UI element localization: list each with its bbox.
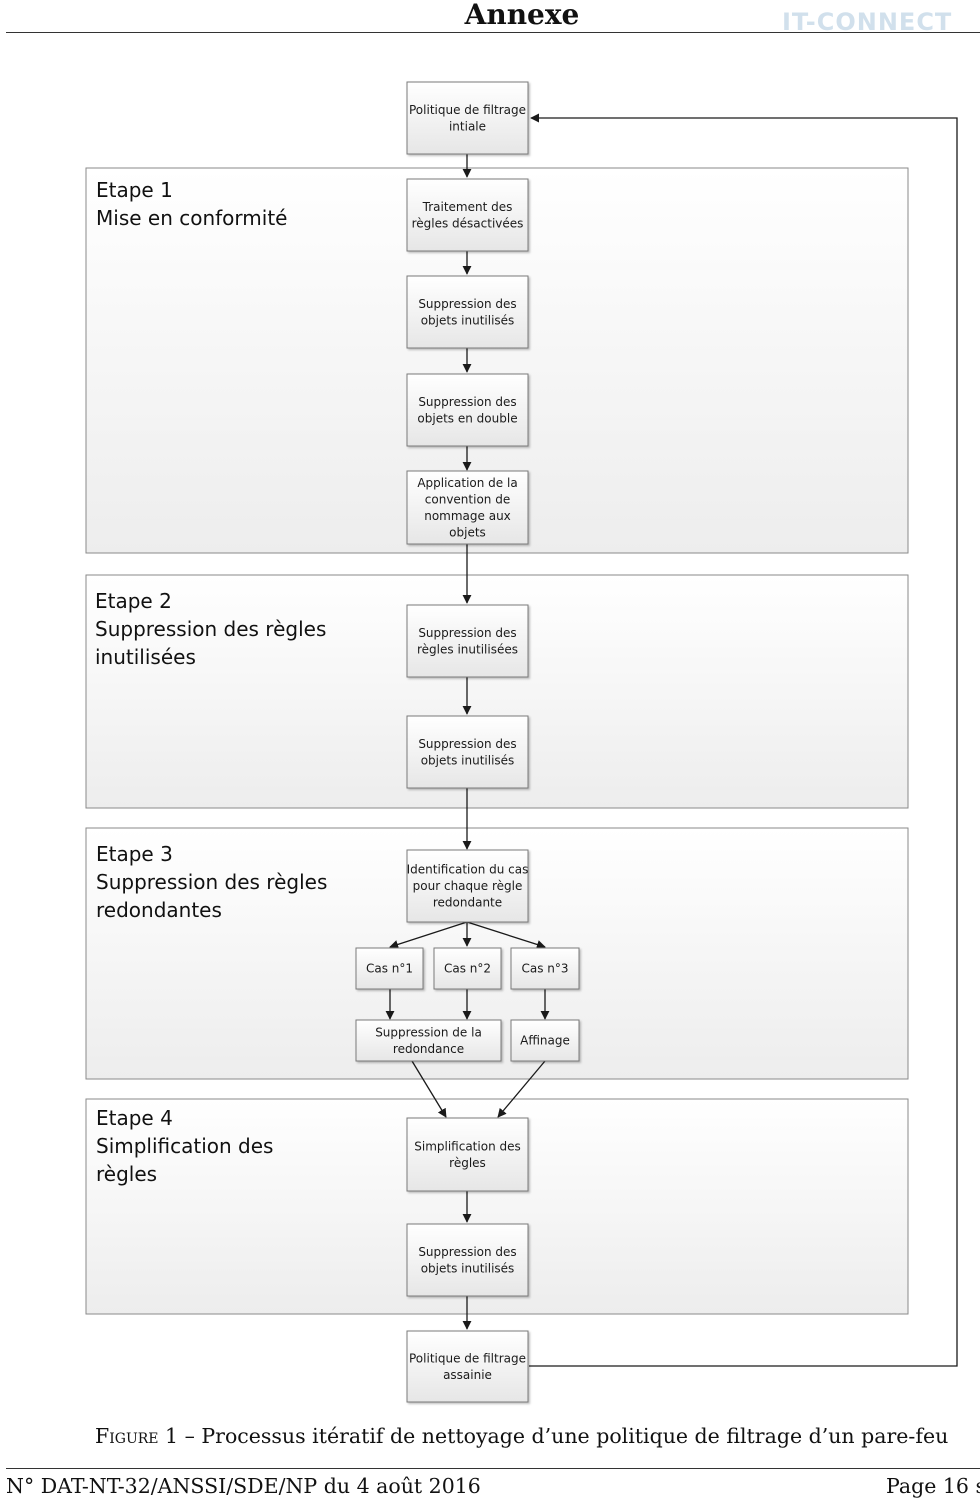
- connectors: [385, 113, 958, 1367]
- process-box-label: Cas n°3: [521, 962, 568, 976]
- process-box-s2-unused-rules: Suppression des règles inutilisées: [406, 604, 529, 678]
- stage-4-number: Etape 4: [96, 1106, 173, 1130]
- process-box-frame: [510, 1019, 580, 1062]
- process-box-frame: [406, 275, 529, 349]
- stage-2-number: Etape 2: [95, 589, 172, 613]
- figure-caption: Figure 1 – Processus itératif de nettoya…: [95, 1424, 948, 1448]
- process-box-frame: [433, 947, 502, 990]
- process-box-label: Suppression des: [418, 737, 516, 751]
- process-box-label: Suppression des: [418, 297, 516, 311]
- stage-2-title-line-1: Suppression des règles: [95, 617, 327, 641]
- process-box-frame: [406, 715, 529, 789]
- process-box-label: objets inutilisés: [421, 313, 515, 327]
- process-box-label: Cas n°1: [366, 962, 413, 976]
- process-box-label: Simplification des: [414, 1139, 521, 1153]
- process-box-frame: [406, 81, 529, 155]
- process-box-label: Traitement des: [422, 200, 513, 214]
- stage-4-title-line-1: Simplification des: [96, 1134, 274, 1158]
- process-box-frame: [406, 178, 529, 252]
- process-box-label: nommage aux: [424, 509, 511, 523]
- stage-1-title-line-1: Mise en conformité: [96, 206, 288, 230]
- process-box-s4-simplify: Simplification des règles: [406, 1117, 529, 1192]
- arrow-feedback-loop: [529, 113, 958, 1367]
- process-box-s3-remove-redundancy: Suppression de la redondance: [355, 1019, 502, 1062]
- header-divider: [6, 32, 980, 33]
- process-box-s2-unused-objects: Suppression des objets inutilisés: [406, 715, 529, 789]
- process-box-s1-naming: Application de la convention de nommage au…: [406, 470, 529, 545]
- process-box-label: règles désactivées: [412, 216, 524, 230]
- footer-page-number: Page 16 s: [886, 1474, 980, 1498]
- figure-label: Figure 1: [95, 1424, 179, 1448]
- stage-2-title: Etape 2 Suppression des règles inutilisé…: [95, 587, 326, 671]
- process-box-label: Cas n°2: [444, 962, 491, 976]
- process-box-label: Politique de filtrage: [409, 103, 526, 117]
- footer-divider: [6, 1468, 980, 1469]
- process-box-frame: [510, 947, 580, 990]
- process-box-frame: [355, 947, 424, 990]
- stage-3-title: Etape 3 Suppression des règles redondant…: [96, 840, 327, 924]
- process-box-label: Politique de filtrage: [409, 1351, 526, 1365]
- process-box-s1-duplicate-objects: Suppression des objets en double: [406, 373, 529, 447]
- figure-caption-text: – Processus itératif de nettoyage d’une …: [178, 1424, 949, 1448]
- process-box-label: objets inutilisés: [421, 753, 515, 767]
- process-box-label: pour chaque règle: [413, 879, 523, 893]
- stage-4-title: Etape 4 Simplification des règles: [96, 1104, 273, 1188]
- stage-3-title-line-2: redondantes: [96, 898, 222, 922]
- process-box-frame: [406, 1330, 529, 1403]
- stage-1-title: Etape 1 Mise en conformité: [96, 176, 287, 232]
- process-box-label: Suppression de la: [375, 1025, 482, 1039]
- process-box-s3-identify: Identification du cas pour chaque règle re…: [406, 849, 529, 923]
- arrow-remove-to-s4: [411, 1060, 447, 1118]
- process-box-s3-case1: Cas n°1: [355, 947, 424, 990]
- arrow-identify-case1: [389, 921, 468, 949]
- process-box-label: Affinage: [520, 1034, 570, 1048]
- process-box-label: convention de: [425, 492, 510, 506]
- process-box-s4-unused-objects: Suppression des objets inutilisés: [406, 1223, 529, 1297]
- stage-3-number: Etape 3: [96, 842, 173, 866]
- process-box-frame: [406, 1117, 529, 1192]
- process-box-frame: [406, 1223, 529, 1297]
- arrow-identify-case3: [466, 921, 546, 949]
- process-box-label: objets en double: [417, 411, 517, 425]
- stage-4-title-line-2: règles: [96, 1162, 158, 1186]
- process-box-s3-case3: Cas n°3: [510, 947, 580, 990]
- process-box-s3-case2: Cas n°2: [433, 947, 502, 990]
- process-box-label: objets inutilisés: [421, 1261, 515, 1275]
- process-box-label: redondance: [393, 1042, 464, 1056]
- process-box-s3-refine: Affinage: [510, 1019, 580, 1062]
- process-box-s1-disabled-rules: Traitement des règles désactivées: [406, 178, 529, 252]
- process-box-label: Identification du cas: [407, 863, 529, 877]
- process-box-s1-unused-objects: Suppression des objets inutilisés: [406, 275, 529, 349]
- stage-2-title-line-2: inutilisées: [95, 645, 196, 669]
- process-box-label: Suppression des: [418, 1245, 516, 1259]
- process-box-initial: Politique de filtrage intiale: [406, 81, 529, 155]
- process-box-label: objets: [449, 525, 486, 539]
- process-box-frame: [355, 1019, 502, 1062]
- stage-1-number: Etape 1: [96, 178, 173, 202]
- process-box-label: Suppression des: [418, 626, 516, 640]
- watermark-logo: IT-CONNECT: [782, 8, 953, 36]
- process-box-frame: [406, 470, 529, 545]
- footer-reference: N° DAT-NT-32/ANSSI/SDE/NP du 4 août 2016: [6, 1474, 481, 1498]
- process-box-label: Application de la: [417, 476, 517, 490]
- process-box-label: intiale: [449, 119, 486, 133]
- process-box-frame: [406, 373, 529, 447]
- process-box-label: redondante: [433, 896, 502, 910]
- process-box-frame: [406, 849, 529, 923]
- process-box-label: règles inutilisées: [417, 642, 518, 656]
- process-box-frame: [406, 604, 529, 678]
- process-box-label: Suppression des: [418, 395, 516, 409]
- stage-3-title-line-1: Suppression des règles: [96, 870, 328, 894]
- arrow-refine-to-s4: [497, 1060, 546, 1118]
- page-header-title: Annexe: [464, 0, 580, 31]
- process-box-label: règles: [449, 1156, 486, 1170]
- process-box-final: Politique de filtrage assainie: [406, 1330, 529, 1403]
- process-box-label: assainie: [443, 1368, 492, 1382]
